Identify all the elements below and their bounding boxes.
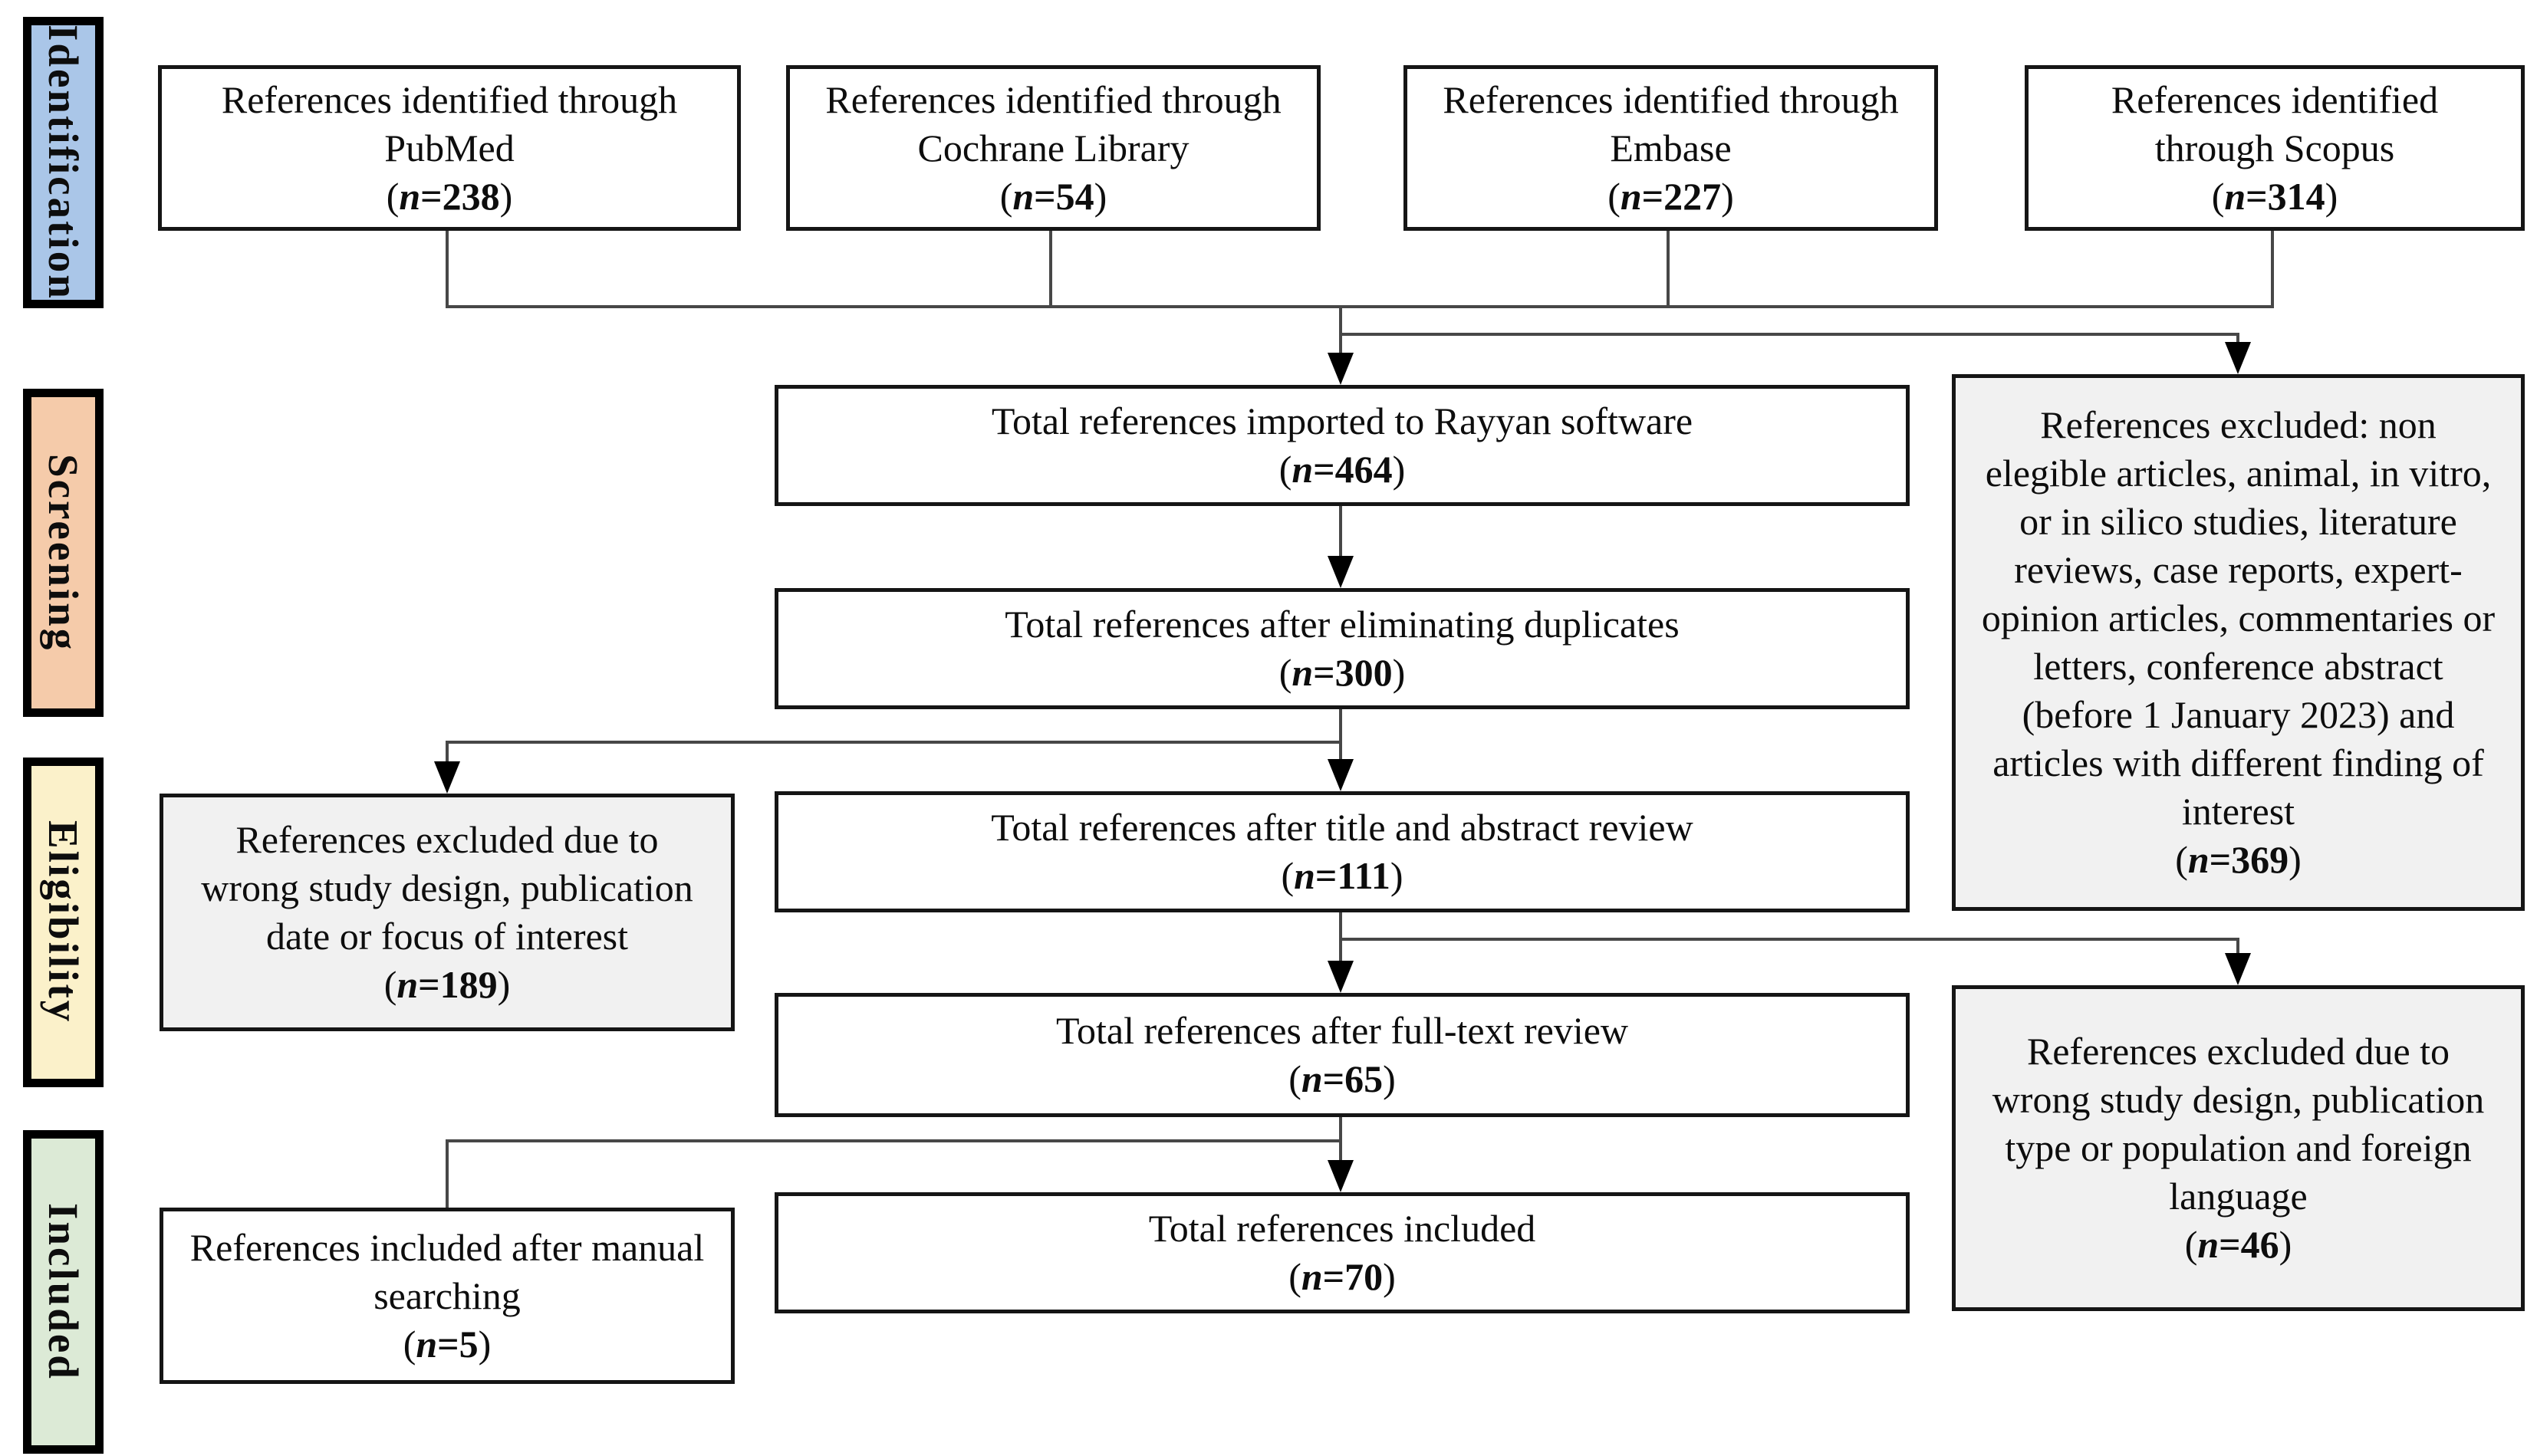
box-count: (n=111) [1281,854,1403,897]
connector-duplicates-to-titleabstract [1339,709,1342,761]
connector-down-excluded-title [446,741,449,764]
connector-branch-excluded-screening [1339,333,2239,336]
stage-label-screening: Screening [23,389,104,717]
arrow-into-excluded-fulltext [2225,953,2251,985]
box-count: (n=369) [2175,838,2302,881]
box-text: References excluded: non elegible articl… [1981,403,2496,833]
box-references-cochrane: References identified through Cochrane L… [786,65,1321,231]
box-text: References identified through PubMed [221,77,678,169]
box-excluded-fulltext: References excluded due to wrong study d… [1952,985,2525,1311]
box-excluded-title-abstract: References excluded due to wrong study d… [160,794,735,1031]
box-count: (n=65) [1288,1057,1396,1100]
box-count: (n=5) [403,1322,492,1366]
box-text: References identified through Cochrane L… [825,77,1282,169]
box-excluded-screening: References excluded: non elegible articl… [1952,374,2525,911]
box-total-included: Total references included (n=70) [775,1192,1910,1313]
box-text: References excluded due to wrong study d… [1992,1030,2485,1218]
box-references-embase: References identified through Embase (n=… [1403,65,1938,231]
box-text: References excluded due to wrong study d… [201,818,693,958]
box-references-scopus: References identified through Scopus (n=… [2025,65,2525,231]
box-text: References identified through Embase [1443,77,1899,169]
arrow-into-excluded-screening [2225,342,2251,374]
connector-down-excluded-fulltext [2236,938,2239,956]
box-text: Total references included [1148,1207,1536,1250]
stage-label-eligibility: Eligibility [23,758,104,1087]
connector-manual-up [446,1139,449,1208]
box-count: (n=54) [999,174,1107,218]
box-text: Total references after eliminating dupli… [1005,603,1680,646]
connector-branch-excluded-fulltext [1339,938,2239,941]
box-count: (n=314) [2211,174,2338,218]
box-count: (n=238) [386,174,513,218]
box-text: References included after manual searchi… [189,1225,705,1317]
box-count: (n=70) [1288,1255,1396,1298]
connector-branch-excluded-title [446,741,1342,744]
arrow-into-included [1328,1160,1354,1192]
box-count: (n=227) [1607,174,1734,218]
arrow-into-rayyan [1328,353,1354,385]
arrow-into-titleabstract [1328,759,1354,791]
box-references-pubmed: References identified through PubMed (n=… [158,65,741,231]
box-count: (n=300) [1278,651,1406,694]
box-text: Total references after title and abstrac… [991,806,1693,849]
box-text: Total references after full-text review [1055,1009,1629,1052]
arrow-into-duplicates [1328,556,1354,588]
connector-bus [446,305,2274,308]
box-after-fulltext: Total references after full-text review … [775,993,1910,1117]
arrow-into-excluded-title [434,761,460,794]
box-text: References identified through Scopus [2111,77,2439,169]
connector-drop-pubmed [446,230,449,308]
stage-label-included: Included [23,1130,104,1454]
arrow-into-fulltext [1328,961,1354,993]
stage-label-identification: Identification [23,17,104,308]
connector-drop-embase [1667,230,1670,308]
box-after-duplicates: Total references after eliminating dupli… [775,588,1910,709]
connector-drop-cochrane [1049,230,1052,308]
connector-down-excluded-screening [2236,333,2239,345]
connector-drop-scopus [2271,230,2274,308]
box-count: (n=46) [2184,1223,2292,1266]
box-text: Total references imported to Rayyan soft… [991,399,1693,442]
connector-branch-manual [446,1139,1342,1142]
connector-rayyan-to-duplicates [1339,506,1342,558]
box-count: (n=189) [383,963,511,1006]
box-after-title-abstract: Total references after title and abstrac… [775,791,1910,912]
box-manual-searching: References included after manual searchi… [160,1208,735,1384]
connector-bus-to-rayyan [1339,305,1342,356]
box-count: (n=464) [1278,448,1406,491]
box-imported-rayyan: Total references imported to Rayyan soft… [775,385,1910,506]
